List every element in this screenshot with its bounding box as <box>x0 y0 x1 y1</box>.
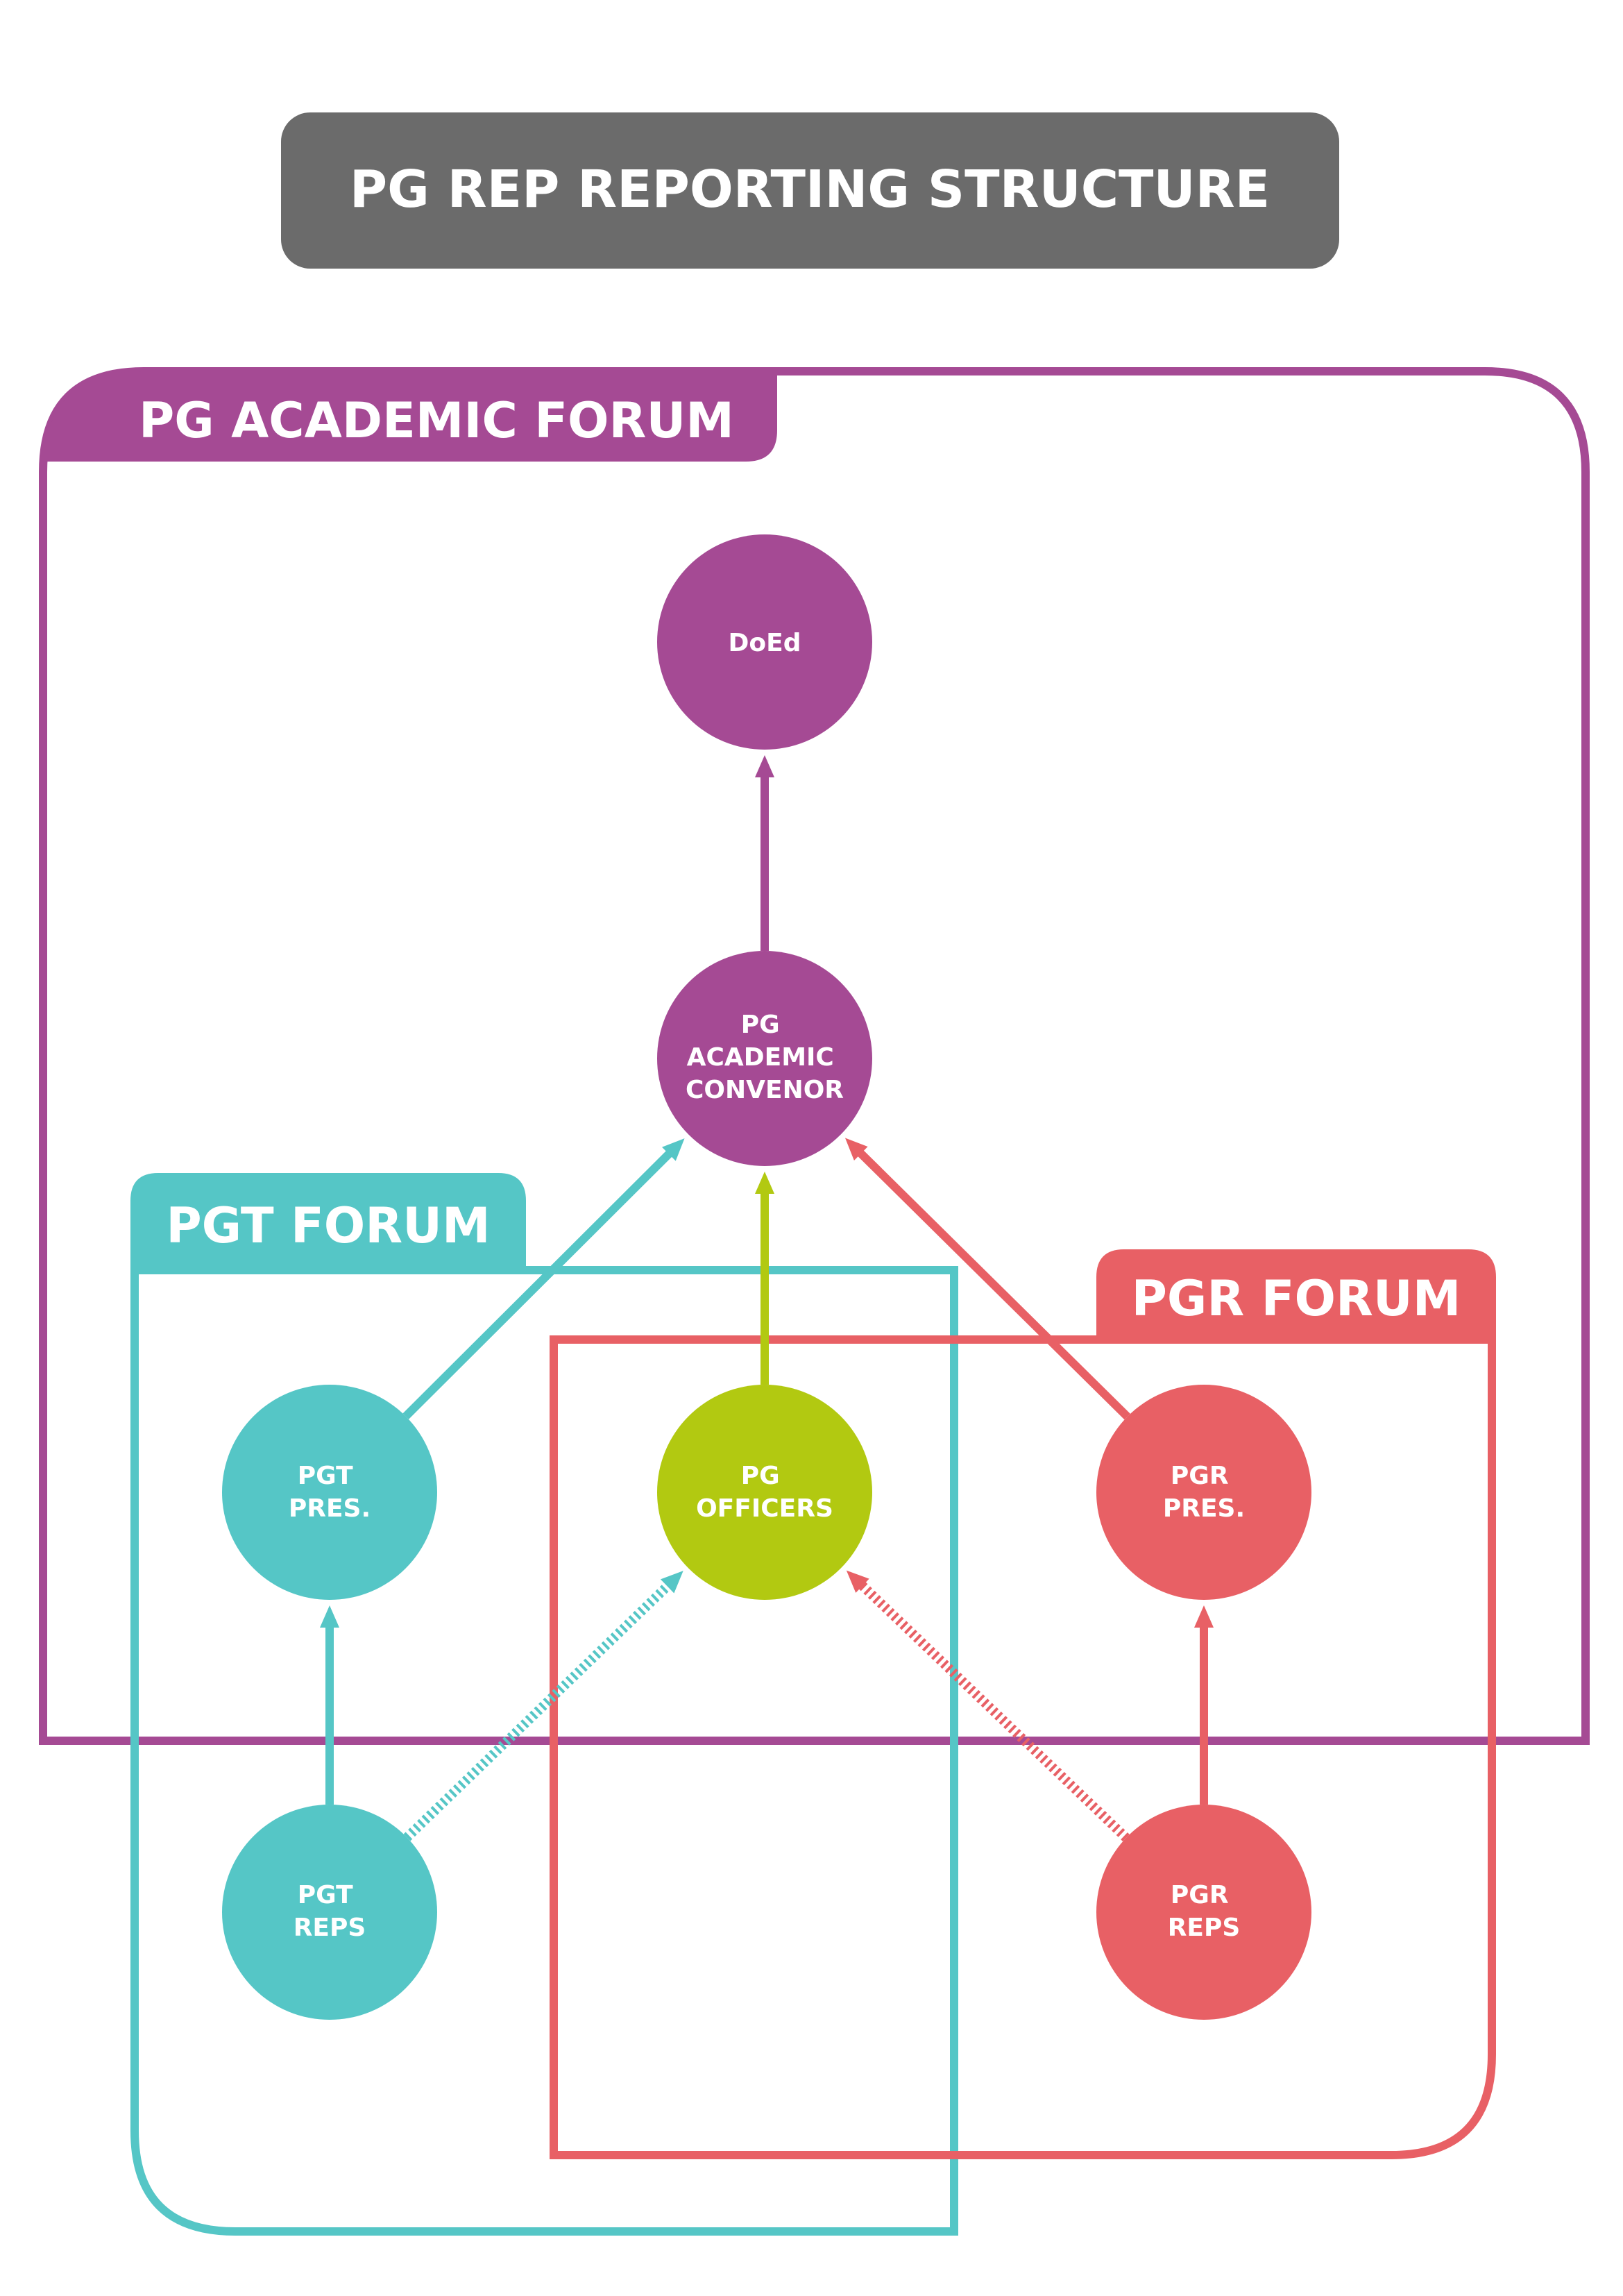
academic-forum-label: PG ACADEMIC FORUM <box>139 392 734 449</box>
node-pgr-pres-circle <box>1096 1385 1311 1600</box>
connector-pgt_reps-to-officers <box>403 1571 683 1841</box>
node-pgt-pres: PGT PRES. <box>222 1385 437 1600</box>
node-pgr-reps: PGR REPS <box>1096 1805 1311 2020</box>
svg-text:PGT PRES.: PGT PRES. <box>289 1462 371 1523</box>
node-pgr-reps-line-1: PGR <box>1171 1881 1229 1909</box>
connectors <box>320 755 1214 1841</box>
pgr-forum-tab <box>1096 1249 1496 1344</box>
nodes: DoEd PG ACADEMIC CONVENOR PGT PRES. PG O… <box>222 534 1311 2020</box>
node-doed-circle <box>657 534 872 750</box>
pgr-forum-label: PGR FORUM <box>1132 1270 1461 1327</box>
pg-academic-forum: PG ACADEMIC FORUM <box>39 367 1590 1745</box>
node-officers-line-1: PG <box>741 1462 780 1490</box>
svg-text:PG OFFICERS: PG OFFICERS <box>696 1462 833 1523</box>
node-pgr-pres: PGR PRES. <box>1096 1385 1311 1600</box>
arrowhead <box>662 1138 685 1161</box>
connector-officers-to-convenor <box>755 1172 774 1385</box>
pgt-forum-label: PGT FORUM <box>166 1197 490 1254</box>
pgt-forum: PGT FORUM <box>130 1173 958 2236</box>
node-convenor-circle <box>657 951 872 1166</box>
node-doed-label: DoEd <box>729 629 801 657</box>
connector-line <box>403 1581 672 1841</box>
connector-pgt_reps-to-pgt_pres <box>320 1605 339 1805</box>
arrowhead <box>755 755 774 777</box>
connector-line <box>402 1150 673 1419</box>
node-pgt-pres-line-2: PRES. <box>289 1494 371 1523</box>
node-pgt-pres-circle <box>222 1385 437 1600</box>
node-officers-circle <box>657 1385 872 1600</box>
academic-forum-tab <box>43 371 777 472</box>
arrowhead <box>1194 1605 1214 1628</box>
node-pgt-reps-circle <box>222 1805 437 2020</box>
pgr-forum: PGR FORUM <box>550 1249 1496 2159</box>
node-convenor-line-2: ACADEMIC <box>687 1043 834 1072</box>
node-pgr-pres-line-1: PGR <box>1171 1462 1229 1490</box>
arrowhead <box>844 1138 868 1160</box>
node-pgr-reps-circle <box>1096 1805 1311 2020</box>
node-pgr-reps-line-2: REPS <box>1168 1914 1241 1942</box>
node-pg-academic-convenor: PG ACADEMIC CONVENOR <box>657 951 872 1166</box>
svg-text:DoEd: DoEd <box>729 629 801 657</box>
page-title: PG REP REPORTING STRUCTURE <box>350 160 1270 219</box>
node-doed: DoEd <box>657 534 872 750</box>
connector-pgr_pres-to-convenor <box>844 1138 1130 1420</box>
pgt-forum-frame <box>130 1266 958 2236</box>
connector-pgt_pres-to-convenor <box>402 1138 685 1419</box>
node-pgr-pres-line-2: PRES. <box>1163 1494 1245 1523</box>
connector-pgr_reps-to-officers <box>846 1570 1130 1841</box>
node-pgt-reps-line-1: PGT <box>298 1881 353 1909</box>
connector-convenor-to-doed <box>755 755 774 951</box>
svg-text:PGR PRES.: PGR PRES. <box>1163 1462 1245 1523</box>
connector-line <box>857 1149 1130 1420</box>
title-background <box>281 112 1339 269</box>
svg-text:PGT REPS: PGT REPS <box>294 1881 366 1942</box>
svg-text:PG ACADEMIC CO: PG ACADEMIC CONVENOR <box>686 1011 844 1104</box>
arrowhead <box>320 1605 339 1628</box>
arrowhead <box>846 1570 869 1593</box>
node-pgt-reps-line-2: REPS <box>294 1914 366 1942</box>
node-officers-line-2: OFFICERS <box>696 1494 833 1523</box>
arrowhead <box>755 1172 774 1194</box>
node-pg-officers: PG OFFICERS <box>657 1385 872 1600</box>
node-pgt-reps: PGT REPS <box>222 1805 437 2020</box>
arrowhead <box>660 1571 683 1594</box>
svg-text:PGR REPS: PGR REPS <box>1168 1881 1241 1942</box>
node-convenor-line-1: PG <box>741 1011 780 1039</box>
node-pgt-pres-line-1: PGT <box>298 1462 353 1490</box>
pgr-forum-frame <box>550 1335 1496 2159</box>
pgt-forum-tab <box>130 1173 526 1274</box>
connector-pgr_reps-to-pgr_pres <box>1194 1605 1214 1805</box>
node-convenor-line-3: CONVENOR <box>686 1076 844 1104</box>
connector-line <box>858 1581 1130 1841</box>
title-banner: PG REP REPORTING STRUCTURE <box>281 112 1339 269</box>
